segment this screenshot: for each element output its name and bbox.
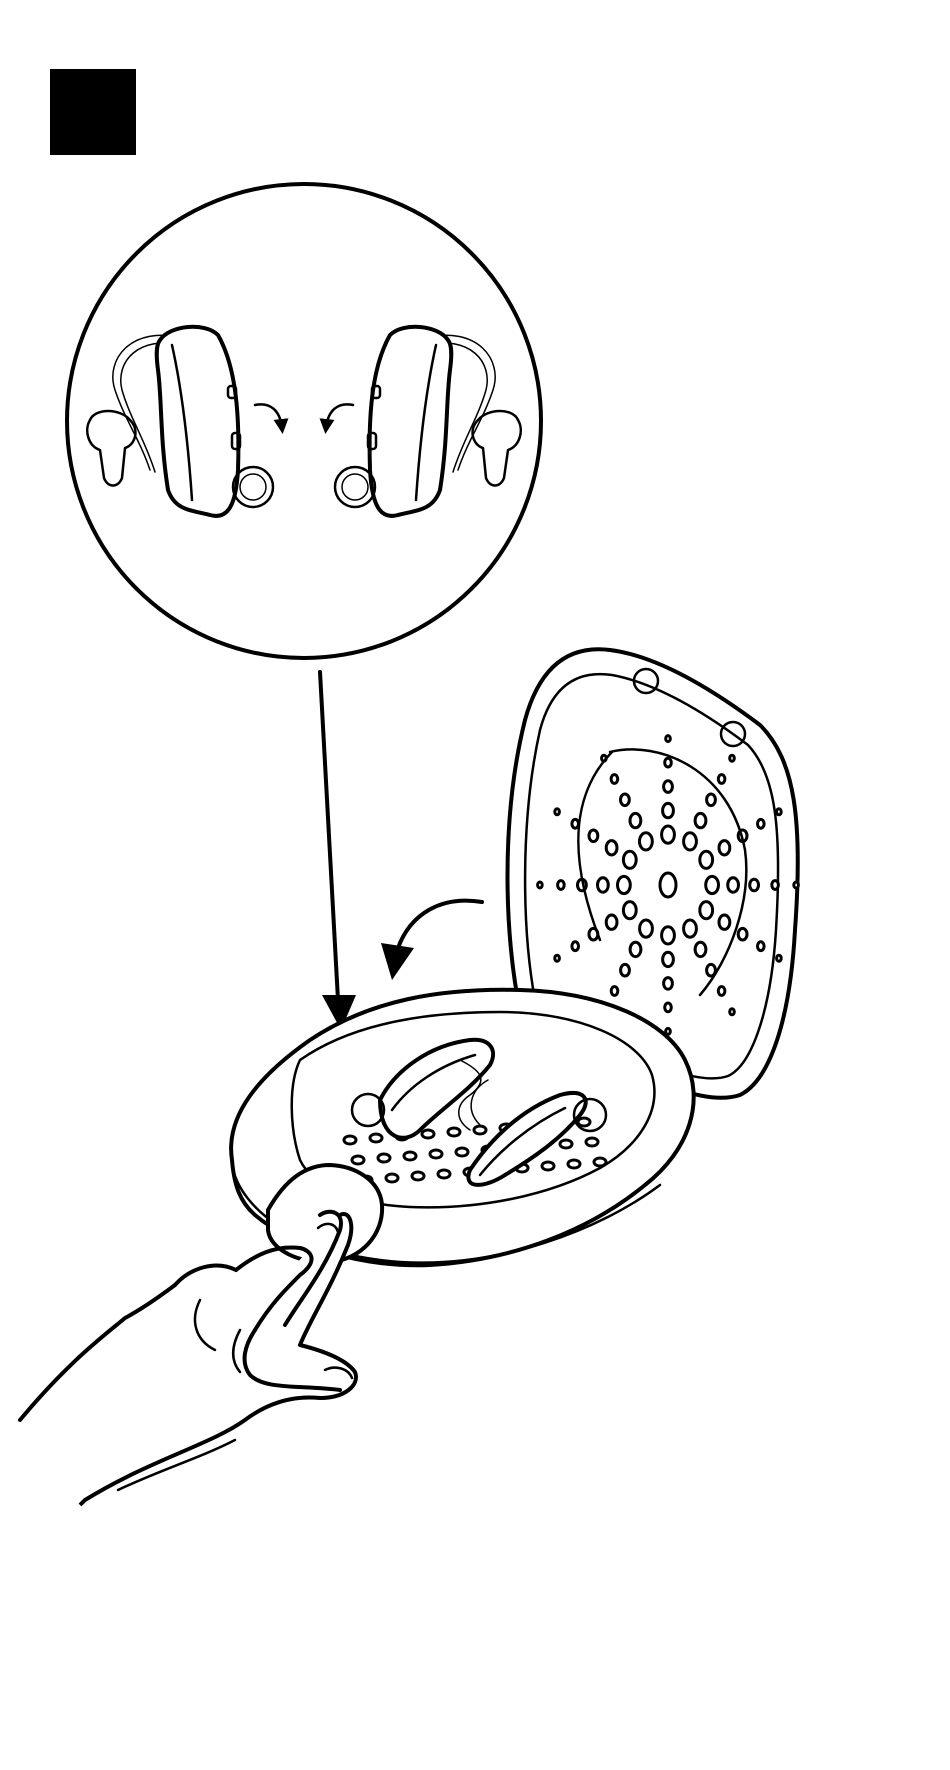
- tray-hole: [344, 1136, 356, 1144]
- speaker-hole: [538, 882, 543, 888]
- speaker-hole: [640, 833, 653, 850]
- speaker-hole: [621, 794, 630, 806]
- speaker-hole: [606, 915, 617, 929]
- speaker-hole: [718, 987, 725, 996]
- speaker-hole: [611, 987, 618, 996]
- hand: [20, 1212, 356, 1505]
- speaker-hole: [598, 878, 609, 892]
- tray-hole: [404, 1152, 416, 1160]
- speaker-hole: [662, 927, 675, 944]
- tray-hole: [594, 1158, 606, 1166]
- tray-hole: [448, 1128, 460, 1136]
- speaker-hole: [695, 942, 706, 956]
- tray-hole: [542, 1162, 554, 1170]
- tray-hole: [422, 1130, 434, 1138]
- tray-hole: [378, 1154, 390, 1162]
- tray-hole: [386, 1174, 398, 1182]
- speaker-hole: [718, 775, 725, 784]
- speaker-hole: [794, 882, 799, 888]
- tray-hole: [474, 1126, 486, 1134]
- speaker-hole: [621, 964, 630, 976]
- speaker-hole: [611, 775, 618, 784]
- speaker-hole: [700, 902, 713, 919]
- charging-case: [231, 649, 798, 1265]
- speaker-hole: [555, 955, 560, 961]
- speaker-hole: [623, 902, 636, 919]
- speaker-hole: [719, 915, 730, 929]
- speaker-hole: [758, 819, 765, 828]
- tray-hole: [370, 1134, 382, 1142]
- speaker-hole: [623, 851, 636, 868]
- tray-hole: [578, 1118, 590, 1126]
- speaker-hole: [707, 794, 716, 806]
- speaker-hole: [706, 876, 719, 893]
- speaker-hole: [662, 826, 675, 843]
- tray-hole: [456, 1148, 468, 1156]
- speaker-hole: [730, 755, 735, 761]
- speaker-hole: [660, 873, 676, 897]
- tray-hole: [352, 1156, 364, 1164]
- speaker-hole: [589, 830, 598, 842]
- speaker-hole: [663, 803, 674, 817]
- insert-arrow-icon: [320, 672, 356, 1030]
- speaker-hole: [684, 920, 697, 937]
- speaker-hole: [695, 813, 706, 827]
- speaker-hole: [719, 841, 730, 855]
- tray-hole: [560, 1140, 572, 1148]
- speaker-hole: [728, 878, 739, 892]
- tray-hole: [586, 1138, 598, 1146]
- speaker-hole: [684, 833, 697, 850]
- speaker-hole: [572, 942, 579, 951]
- speaker-hole: [758, 942, 765, 951]
- close-lid-arrow-icon: [381, 901, 482, 980]
- speaker-hole: [750, 879, 759, 891]
- detail-callout: [67, 184, 541, 658]
- step-marker: [50, 69, 136, 155]
- right-hearing-aid: [326, 327, 521, 516]
- speaker-hole: [630, 942, 641, 956]
- speaker-hole: [730, 1009, 735, 1015]
- speaker-hole: [665, 1003, 672, 1012]
- speaker-hole: [572, 819, 579, 828]
- speaker-hole: [738, 928, 747, 940]
- tray-hole: [568, 1160, 580, 1168]
- speaker-hole: [777, 809, 782, 815]
- tray-hole: [438, 1170, 450, 1178]
- speaker-hole: [663, 952, 674, 966]
- speaker-hole: [666, 736, 671, 742]
- speaker-hole: [772, 881, 779, 890]
- tray-hole: [430, 1150, 442, 1158]
- speaker-hole: [618, 876, 631, 893]
- speaker-hole: [558, 881, 565, 890]
- speaker-hole: [664, 781, 673, 793]
- left-hearing-aid: [87, 327, 282, 516]
- speaker-hole: [665, 758, 672, 767]
- tray-hole: [412, 1172, 424, 1180]
- speaker-hole: [606, 841, 617, 855]
- speaker-hole: [777, 955, 782, 961]
- speaker-hole: [700, 851, 713, 868]
- speaker-hole: [555, 809, 560, 815]
- speaker-hole: [640, 920, 653, 937]
- speaker-hole: [630, 813, 641, 827]
- speaker-hole: [664, 978, 673, 990]
- callout-circle: [67, 184, 541, 658]
